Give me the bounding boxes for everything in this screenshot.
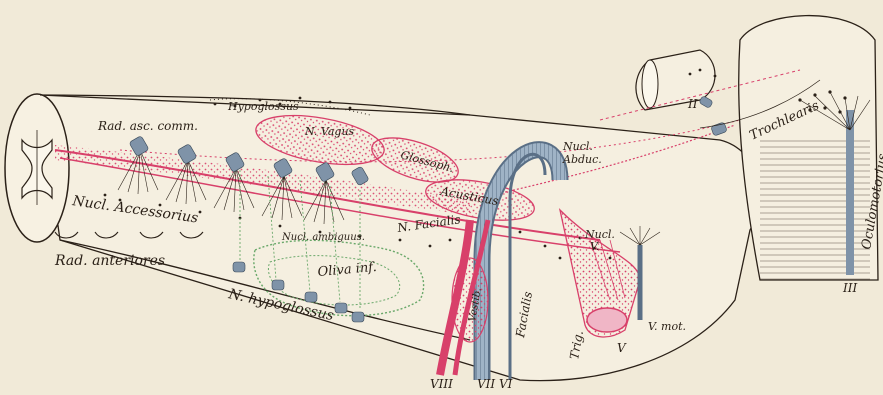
label-nucl-abduc-2: Abduc. bbox=[562, 153, 602, 166]
label-rad-asc-comm: Rad. asc. comm. bbox=[97, 119, 198, 133]
label-roman-vii-vi: VII VI bbox=[477, 377, 513, 391]
label-hypoglossus-top: Hypoglossus bbox=[227, 100, 299, 113]
label-roman-v: V bbox=[617, 341, 627, 355]
label-v-mot: V. mot. bbox=[648, 320, 686, 333]
label-n-vagus: N. Vagus bbox=[304, 125, 355, 138]
label-rad-anteriores: Rad. anteriores bbox=[54, 253, 165, 269]
label-nucl-trig-2: V. bbox=[590, 240, 600, 253]
label-nucl-ambiguus: Nucl. ambiguus. bbox=[281, 232, 365, 243]
label-roman-viii: VIII bbox=[430, 377, 453, 391]
label-roman-ii: II bbox=[687, 97, 698, 111]
label-nucl-abduc-1: Nucl. bbox=[562, 140, 593, 153]
label-roman-iii: III bbox=[842, 281, 857, 295]
trigeminal-root-v[interactable] bbox=[587, 308, 627, 332]
